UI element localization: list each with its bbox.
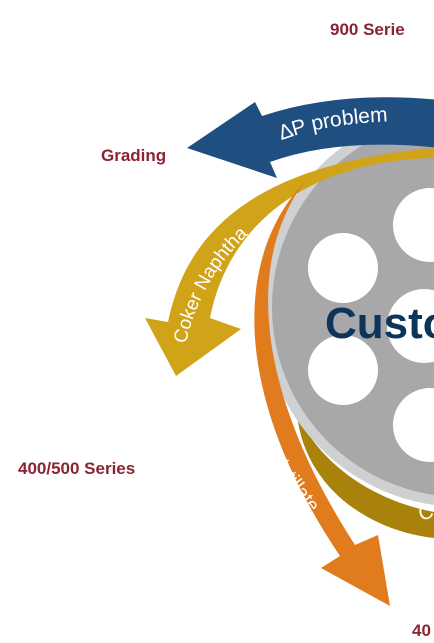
center-label: Custo (325, 299, 434, 348)
disc-face (272, 119, 434, 495)
bottom-right-arrow (297, 415, 434, 538)
filter-disc: Custo (262, 109, 434, 505)
disc-hole (393, 388, 434, 462)
bottom-right-arrow-label: C (416, 500, 434, 525)
disc-hole (308, 233, 378, 303)
label-400-500-series: 400/500 Series (18, 459, 136, 478)
delta-p-arrow: ∆P problem (187, 97, 434, 178)
label-grading: Grading (101, 146, 167, 165)
disc-hole (308, 335, 378, 405)
label-900-series: 900 Serie (330, 20, 405, 39)
disc-hole (387, 289, 434, 363)
label-40-series: 40 (412, 621, 431, 640)
disc-hole (393, 188, 434, 262)
